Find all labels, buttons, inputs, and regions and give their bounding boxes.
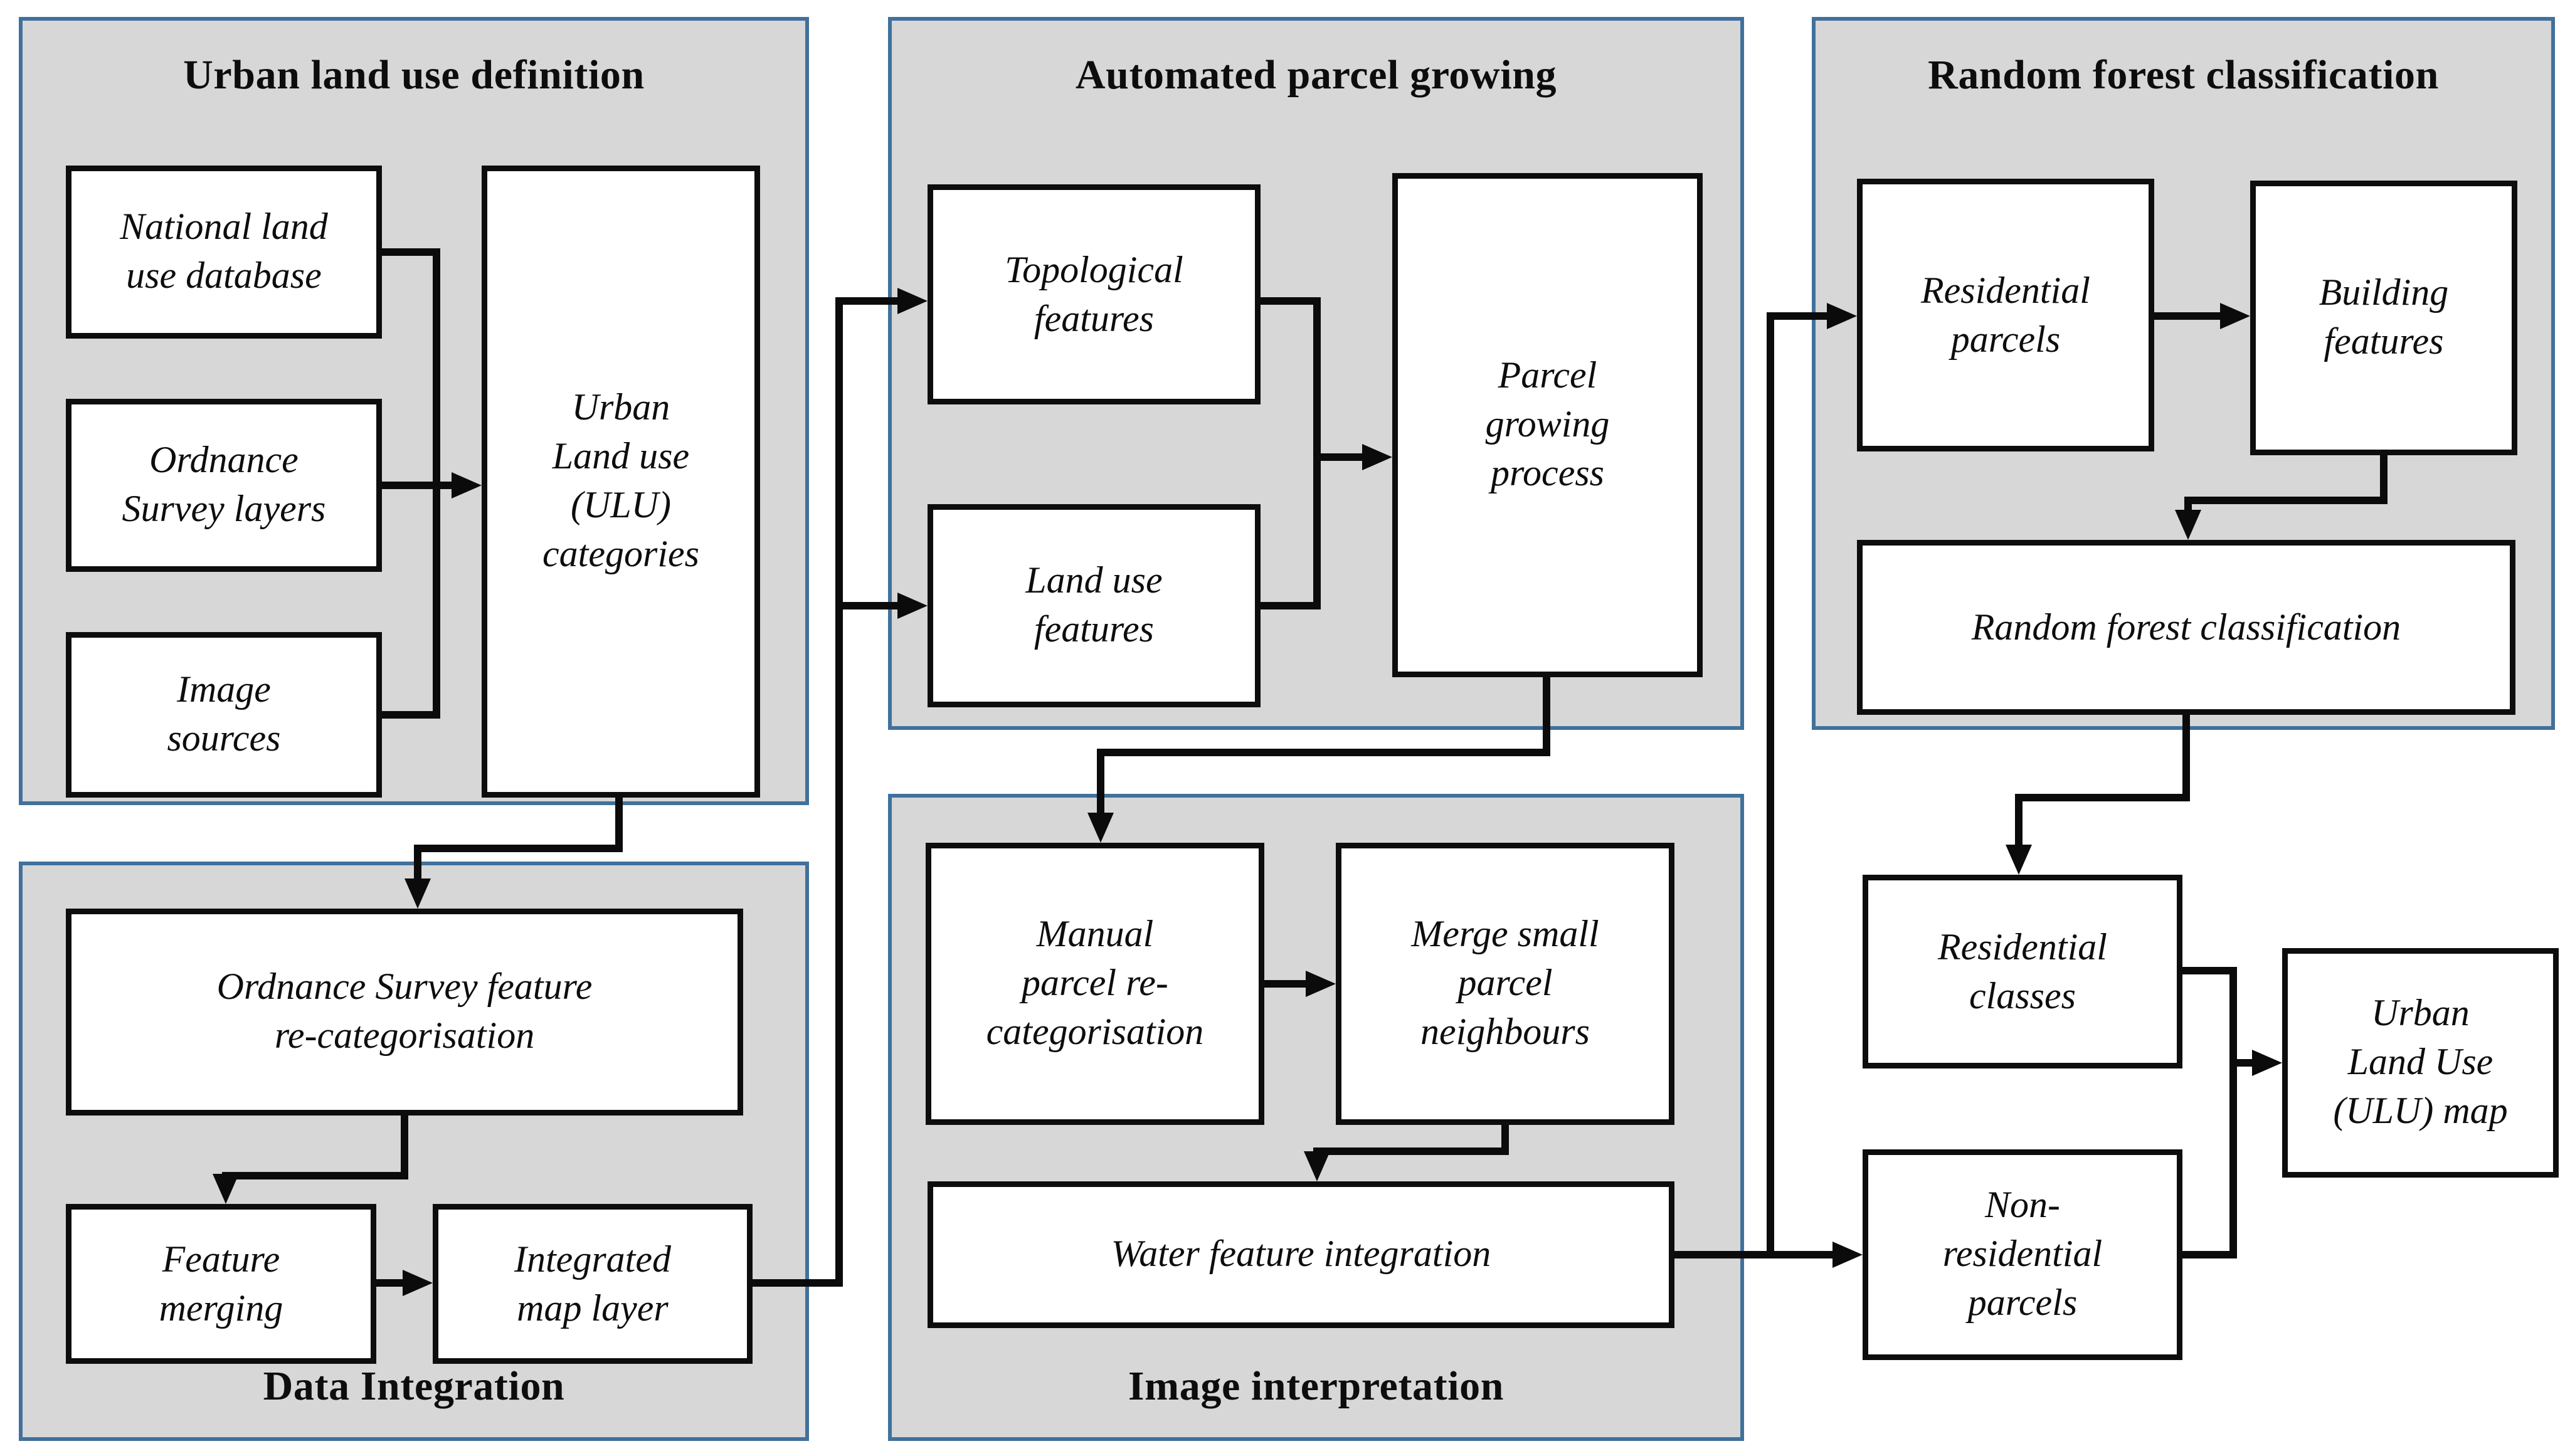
- box-label: Ordnance Survey feature re-categorisatio…: [216, 967, 593, 1057]
- box-label: Urban Land use (ULU) categories: [542, 388, 699, 576]
- box-random-forest-classification: Random forest classification: [1857, 540, 2515, 715]
- panel-title-automated-parcel-growing: Automated parcel growing: [1075, 51, 1557, 98]
- box-label: National land use database: [120, 207, 328, 297]
- box-manual-parcel-recategorisation: Manual parcel re- categorisation: [926, 843, 1264, 1125]
- box-label: Integrated map layer: [514, 1238, 671, 1329]
- box-label: Residential classes: [1938, 926, 2107, 1017]
- box-parcel-growing-process: Parcel growing process: [1392, 173, 1703, 677]
- box-building-features: Building features: [2250, 181, 2517, 455]
- box-label: Feature merging: [159, 1238, 283, 1329]
- box-label: Manual parcel re- categorisation: [986, 914, 1204, 1053]
- box-merge-small-parcel-neighbours: Merge small parcel neighbours: [1336, 843, 1674, 1125]
- box-label: Parcel growing process: [1485, 356, 1610, 495]
- box-label: Random forest classification: [1971, 606, 2401, 648]
- box-image-sources: Image sources: [66, 632, 382, 798]
- box-label: Image sources: [167, 670, 281, 760]
- panel-title-data-integration: Data Integration: [263, 1362, 565, 1409]
- box-non-residential-parcels: Non- residential parcels: [1863, 1149, 2182, 1360]
- box-label: Residential parcels: [1921, 270, 2090, 361]
- box-residential-classes: Residential classes: [1863, 875, 2182, 1068]
- box-urban-land-use-categories: Urban Land use (ULU) categories: [482, 166, 760, 798]
- box-water-feature-integration: Water feature integration: [928, 1181, 1674, 1328]
- box-label: Topological features: [1005, 249, 1183, 340]
- box-label: Non- residential parcels: [1942, 1185, 2103, 1324]
- box-label: Building features: [2319, 273, 2449, 363]
- box-residential-parcels: Residential parcels: [1857, 179, 2154, 451]
- panel-title-image-interpretation: Image interpretation: [1128, 1362, 1504, 1409]
- box-ordnance-survey-layers: Ordnance Survey layers: [66, 399, 382, 572]
- box-integrated-map-layer: Integrated map layer: [433, 1204, 753, 1364]
- panel-title-urban-land-use-definition: Urban land use definition: [183, 51, 645, 98]
- box-urban-land-use-map: Urban Land Use (ULU) map: [2282, 948, 2559, 1178]
- box-feature-merging: Feature merging: [66, 1204, 376, 1364]
- box-label: Land use features: [1025, 561, 1163, 651]
- box-label: Urban Land Use (ULU) map: [2333, 993, 2508, 1132]
- box-ordnance-survey-feature-recategorisation: Ordnance Survey feature re-categorisatio…: [66, 909, 743, 1116]
- box-land-use-features: Land use features: [928, 504, 1261, 707]
- panel-title-random-forest-classification: Random forest classification: [1928, 51, 2439, 98]
- box-label: Ordnance Survey layers: [122, 440, 326, 530]
- box-label: Water feature integration: [1111, 1234, 1491, 1275]
- box-national-land-use-database: National land use database: [66, 166, 382, 339]
- box-label: Merge small parcel neighbours: [1411, 914, 1599, 1053]
- box-topological-features: Topological features: [928, 184, 1261, 404]
